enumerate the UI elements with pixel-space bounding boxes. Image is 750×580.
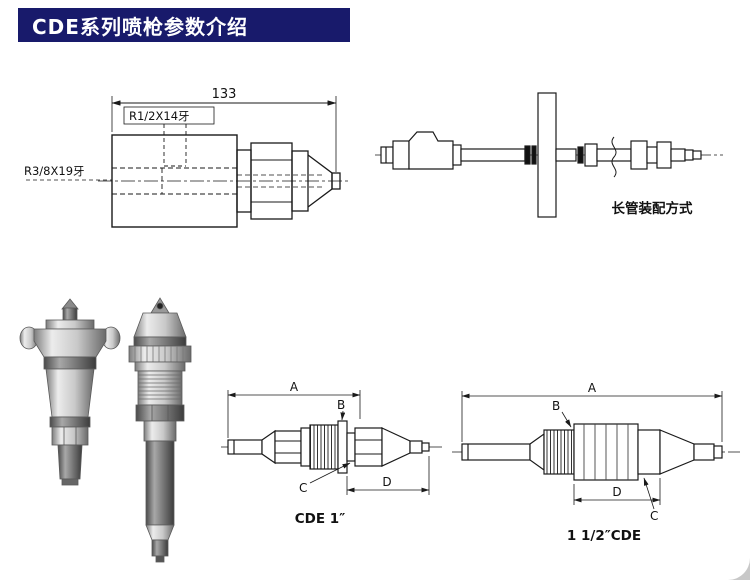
cde15-dimension-lines (461, 391, 723, 510)
cde15-caption: 1 1/2″CDE (567, 528, 641, 544)
product-photos (19, 297, 192, 563)
cde1-dim-d-label: D (382, 475, 391, 489)
cde1-parts (227, 420, 430, 474)
cde1-dim-b-label: B (337, 398, 345, 412)
cde15-dim-a-label: A (588, 381, 597, 395)
cde1-drawing: A B C D CDE 1″ (221, 380, 443, 527)
dim-133-label: 133 (212, 87, 237, 102)
nozzle-dimension-drawing: 133 R1/2X14牙 R3/8X19牙 (24, 87, 350, 228)
cde15-dim-b-label: B (552, 399, 560, 413)
long-tube-assembly-drawing: 长管装配方式 (375, 92, 723, 218)
page-title: CDE系列喷枪参数介绍 (32, 14, 248, 39)
cde15-parts (461, 423, 723, 481)
cde15-drawing: A B C D 1 1/2″CDE (452, 381, 740, 544)
thread-side-label: R3/8X19牙 (24, 164, 85, 178)
title-banner: CDE系列喷枪参数介绍 (18, 8, 350, 42)
cde1-dimension-lines (227, 390, 430, 495)
cde15-dim-d-label: D (612, 485, 621, 499)
nozzle-body-outline (111, 134, 341, 228)
cde1-caption: CDE 1″ (295, 511, 345, 527)
photo-nozzle-small (19, 298, 121, 486)
assembly-parts (380, 92, 702, 218)
thread-top-label: R1/2X14牙 (129, 109, 190, 123)
assembly-caption: 长管装配方式 (612, 200, 693, 217)
cde1-dim-a-label: A (290, 380, 299, 394)
cde1-dim-c-label: C (299, 481, 307, 495)
cde15-dim-c-label: C (650, 509, 658, 523)
photo-nozzle-large (128, 297, 192, 563)
